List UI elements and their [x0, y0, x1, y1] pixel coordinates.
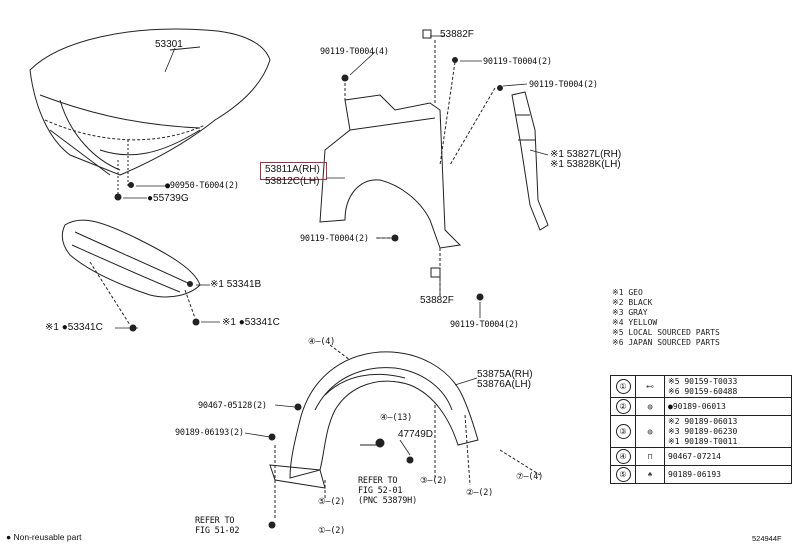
leader-lines: [115, 35, 549, 456]
label-53828K: ※1 53828K(LH): [550, 159, 621, 170]
table-row: ② ◍ ●90189-06013: [610, 397, 792, 416]
refer-2-line1: REFER TO: [195, 516, 235, 526]
label-53341B: ※1 53341B: [210, 279, 262, 290]
non-reusable-note: ● Non-reusable part: [6, 532, 82, 542]
legend-item: ※6 JAPAN SOURCED PARTS: [612, 338, 720, 347]
row-number: ⑤: [615, 467, 631, 482]
label-90119-d: 90119-T0004(2): [300, 234, 369, 244]
hood-drawing: [29, 28, 271, 195]
bracket-top-shape: [422, 29, 432, 39]
part-number: ※3 90189-06230: [668, 426, 738, 436]
label-90119-e: 90119-T0004(2): [450, 320, 519, 330]
clip-icon: ◍: [635, 397, 665, 416]
legend-item: ※5 LOCAL SOURCED PARTS: [612, 328, 720, 337]
label-53301: 53301: [155, 39, 183, 50]
row-number: ④: [615, 449, 631, 464]
part-number: 90189-06193: [668, 469, 721, 479]
rivet-icon: ⊓: [635, 447, 665, 466]
legend-item: ※1 GEO: [612, 288, 643, 297]
label-53882F-bottom: 53882F: [420, 295, 454, 306]
row-number: ③: [615, 424, 631, 439]
legend-item: ※4 YELLOW: [612, 318, 658, 327]
fasteners: [114, 57, 503, 529]
screw-icon: ⊷: [635, 375, 665, 398]
callout-7: ⑦—(4): [516, 472, 544, 482]
callout-1: ①—(2): [318, 526, 346, 536]
part-number: ※1 90189-T0011: [668, 436, 738, 446]
legend-item: ※2 BLACK: [612, 298, 653, 307]
label-53811A: 53811A(RH): [265, 164, 320, 175]
label-90189-06193: 90189-06193(2): [175, 428, 244, 438]
refer-1-line3: (PNC 53879H): [358, 496, 418, 506]
table-row: ⑤ ♠ 90189-06193: [610, 465, 792, 484]
cover-drawing: [61, 219, 201, 326]
callout-4-top: ④—(4): [308, 337, 336, 347]
label-90950: ●90950-T6004(2): [165, 181, 239, 191]
row-number: ②: [615, 399, 631, 414]
label-53341C-right: ※1 ●53341C: [222, 317, 280, 328]
table-row: ① ⊷ ※5 90159-T0033※6 90159-60488: [610, 375, 792, 398]
part-number: 90467-07214: [668, 451, 721, 461]
part-number: ※5 90159-T0033: [668, 376, 738, 386]
refer-1-line2: FIG 52-01: [358, 486, 403, 496]
refer-1-line1: REFER TO: [358, 476, 398, 486]
part-number: ●90189-06013: [668, 401, 726, 411]
clip-icon: ◍: [635, 415, 665, 448]
table-row: ③ ◍ ※2 90189-06013※3 90189-06230※1 90189…: [610, 415, 792, 448]
label-47749D: 47749D: [398, 429, 434, 440]
label-53341C-left: ※1 ●53341C: [45, 322, 103, 333]
callout-5: ⑤—(2): [318, 497, 346, 507]
label-53882F-top: 53882F: [440, 29, 474, 40]
refer-2-line2: FIG 51-02: [195, 526, 240, 536]
label-53812C: 53812C(LH): [265, 176, 320, 187]
fender-liner-drawing: [269, 344, 541, 520]
callout-3: ③—(2): [420, 476, 448, 486]
clip-icon: ♠: [635, 465, 665, 484]
diagram-code: 524944F: [752, 534, 782, 543]
label-53876A: 53876A(LH): [477, 379, 531, 390]
side-seal-drawing: [511, 91, 549, 231]
part-number: ※2 90189-06013: [668, 416, 738, 426]
legend-item: ※3 GRAY: [612, 308, 648, 317]
part-number: ※6 90159-60488: [668, 386, 738, 396]
label-90119-b: 90119-T0004(2): [483, 57, 552, 67]
label-90119-a: 90119-T0004(4): [320, 47, 389, 57]
callout-2: ②—(2): [466, 488, 494, 498]
highlight-box: [260, 162, 327, 180]
table-row: ④ ⊓ 90467-07214: [610, 447, 792, 466]
callout-4-mid: ④—(13): [380, 413, 413, 423]
label-53875A: 53875A(RH): [477, 369, 533, 380]
label-90119-c: 90119-T0004(2): [529, 80, 598, 90]
label-55739G: ●55739G: [147, 193, 189, 204]
row-number: ①: [615, 379, 631, 394]
color-legend: ※1 GEO ※2 BLACK ※3 GRAY ※4 YELLOW ※5 LOC…: [612, 288, 720, 348]
bracket-bottom-shape: [430, 267, 441, 278]
parts-table: ① ⊷ ※5 90159-T0033※6 90159-60488 ② ◍ ●90…: [610, 375, 792, 484]
label-90467: 90467-05128(2): [198, 401, 267, 411]
label-53827L: ※1 53827L(RH): [550, 149, 622, 160]
